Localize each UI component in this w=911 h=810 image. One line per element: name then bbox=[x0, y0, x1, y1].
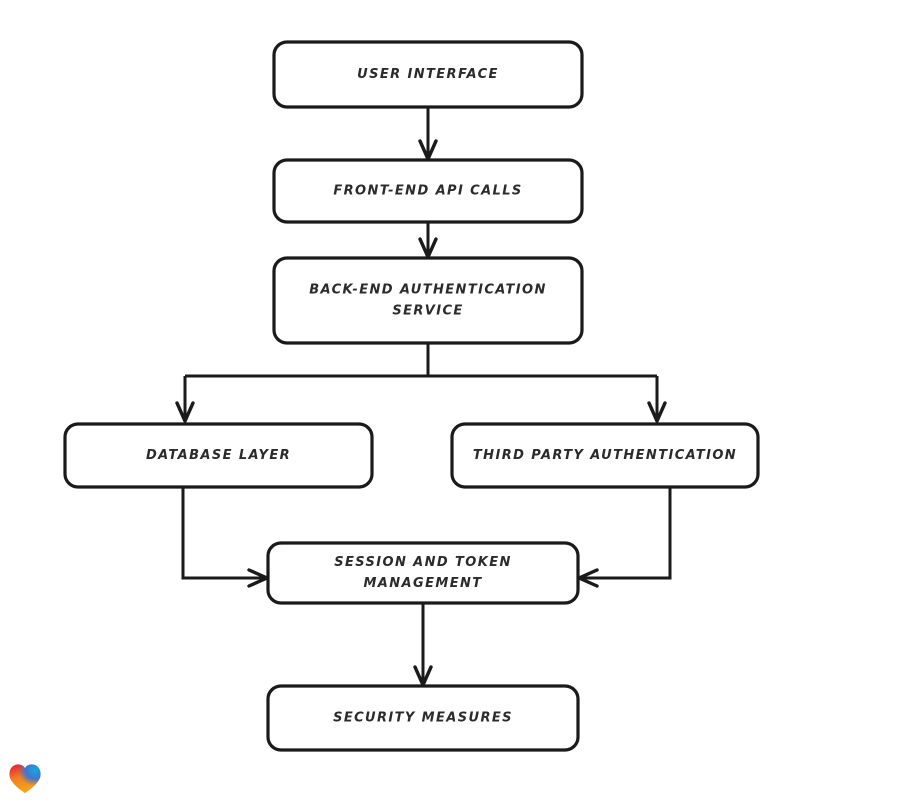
node-database-layer[interactable]: DATABASE LAYER bbox=[63, 422, 374, 489]
node-box[interactable] bbox=[272, 158, 584, 224]
node-label: SECURITY MEASURES bbox=[333, 711, 513, 726]
node-user-interface[interactable]: USER INTERFACE bbox=[272, 40, 584, 109]
heart-icon bbox=[8, 762, 42, 796]
connector-edge-auth-to-database bbox=[175, 343, 657, 423]
arrowhead-down-icon bbox=[175, 401, 195, 423]
connector-edge-third-party-to-session bbox=[577, 487, 672, 588]
node-label: DATABASE LAYER bbox=[146, 448, 291, 463]
node-third-party-authentication[interactable]: THIRD PARTY AUTHENTICATION bbox=[450, 422, 760, 489]
connector-edge-session-to-security bbox=[413, 603, 433, 687]
node-label: USER INTERFACE bbox=[357, 67, 499, 82]
node-label: BACK-END AUTHENTICATION bbox=[309, 283, 547, 298]
node-box[interactable] bbox=[63, 422, 374, 489]
connector-line bbox=[183, 343, 657, 420]
node-box[interactable] bbox=[272, 40, 584, 109]
node-security-measures[interactable]: SECURITY MEASURES bbox=[266, 684, 580, 752]
connector-edge-auth-to-third-party bbox=[647, 376, 667, 423]
node-label: MANAGEMENT bbox=[363, 576, 482, 591]
node-label: SERVICE bbox=[392, 304, 463, 319]
nodes-layer: USER INTERFACE FRONT-END API CALLS BACK-EN… bbox=[63, 40, 760, 752]
connector-line bbox=[580, 487, 672, 580]
node-label: THIRD PARTY AUTHENTICATION bbox=[473, 448, 737, 463]
connector-edge-api-to-auth bbox=[418, 222, 438, 259]
node-box[interactable] bbox=[266, 541, 580, 605]
node-box[interactable] bbox=[272, 256, 584, 345]
arrowhead-down-icon bbox=[647, 401, 667, 423]
node-session-and-token-management[interactable]: SESSION AND TOKEN MANAGEMENT bbox=[266, 541, 580, 605]
connector-edge-ui-to-api bbox=[418, 107, 438, 161]
node-label: FRONT-END API CALLS bbox=[333, 184, 522, 199]
node-front-end-api-calls[interactable]: FRONT-END API CALLS bbox=[272, 158, 584, 224]
node-box[interactable] bbox=[266, 684, 580, 752]
node-label: SESSION AND TOKEN bbox=[334, 555, 512, 570]
connector-line bbox=[181, 487, 266, 580]
node-box[interactable] bbox=[450, 422, 760, 489]
connector-edge-database-to-session bbox=[181, 487, 269, 588]
node-back-end-authentication-service[interactable]: BACK-END AUTHENTICATION SERVICE bbox=[272, 256, 584, 345]
